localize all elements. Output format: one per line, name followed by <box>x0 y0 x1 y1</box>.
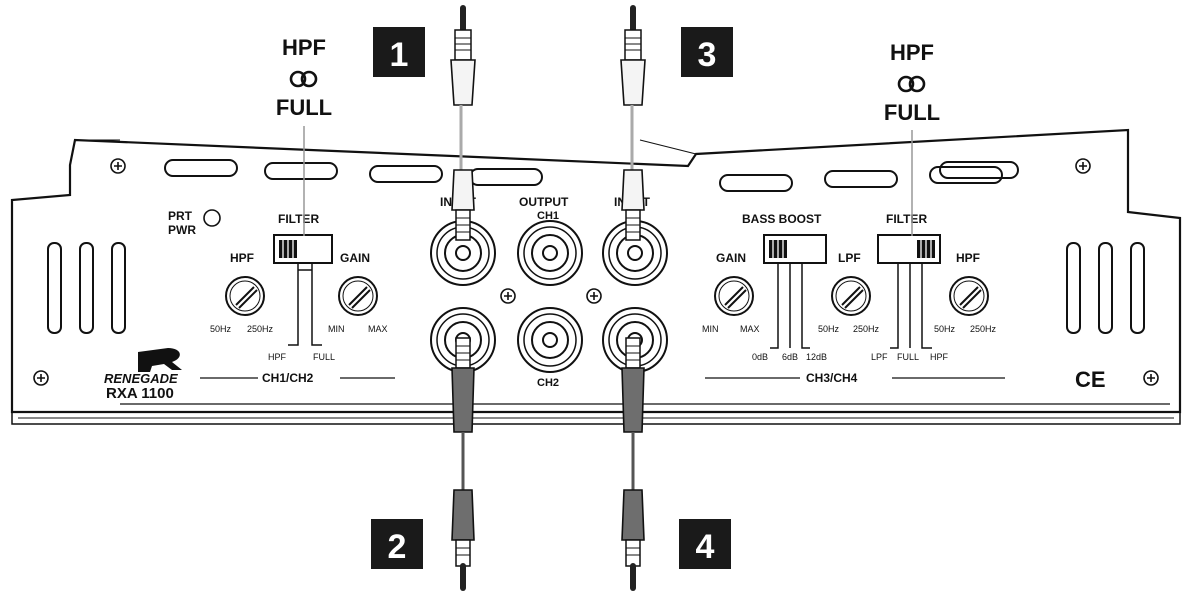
ce-mark: CE <box>1075 367 1106 392</box>
screw-icon <box>33 370 49 386</box>
screw-icon <box>500 288 516 304</box>
ch34-filter-label: FILTER <box>886 212 927 226</box>
ch12-filter-switch[interactable] <box>273 234 333 264</box>
ch12-controls: FILTER HPF FULL HPF 50Hz 250Hz GAIN <box>200 212 395 385</box>
panel-screws <box>33 158 1159 386</box>
model-name: RXA 1100 <box>106 385 174 402</box>
output-label: OUTPUT <box>519 195 569 209</box>
top-vent-slots <box>164 159 1019 192</box>
ch34-lpf-min: 50Hz <box>818 324 840 334</box>
right-vent-slots <box>1066 242 1145 334</box>
left-vent-slots <box>47 242 126 334</box>
ch12-hpf-knob[interactable] <box>225 276 265 316</box>
ch12-hpf-max: 250Hz <box>247 324 274 334</box>
ch34-section-label: CH3/CH4 <box>806 371 858 385</box>
rca-plug-top-3 <box>620 5 646 241</box>
callout-3: 3 <box>681 27 733 77</box>
annotation-hpf-label: HPF <box>282 35 326 60</box>
ch34-boost-0db: 0dB <box>752 352 768 362</box>
ch12-gain-label: GAIN <box>340 251 370 265</box>
callout-number: 3 <box>698 36 717 74</box>
input-jack-ch3[interactable] <box>602 220 668 286</box>
ch12-switch-full-label: FULL <box>313 352 335 362</box>
screw-icon <box>110 158 126 174</box>
ch34-gain-label: GAIN <box>716 251 746 265</box>
brand-name: RENEGADE <box>104 371 178 386</box>
prt-pwr-indicator: PRT PWR <box>168 209 221 237</box>
rca-plug-top-1 <box>450 5 476 241</box>
ch34-hpf-max: 250Hz <box>970 324 997 334</box>
brand-logo: RENEGADE RXA 1100 <box>104 348 182 402</box>
prt-label: PRT <box>168 209 193 223</box>
ch34-controls: BASS BOOST 0dB 6dB 12dB FILTER LPF FULL … <box>702 212 1005 385</box>
ch34-bass-boost-label: BASS BOOST <box>742 212 822 226</box>
ch12-hpf-min: 50Hz <box>210 324 232 334</box>
ch34-filter-switch[interactable] <box>877 234 941 264</box>
ch34-hpf-label: HPF <box>956 251 980 265</box>
ch12-hpf-label: HPF <box>230 251 254 265</box>
ch34-lpf-label: LPF <box>838 251 861 265</box>
ch12-gain-max: MAX <box>368 324 388 334</box>
led-icon <box>203 209 221 227</box>
ch34-gain-min: MIN <box>702 324 719 334</box>
rca-plug-bottom-4 <box>621 337 645 591</box>
callout-1: 1 <box>373 27 425 77</box>
annotation-full-label: FULL <box>276 95 332 120</box>
ch34-switch-lpf: LPF <box>871 352 888 362</box>
ch12-gain-knob[interactable] <box>338 276 378 316</box>
callout-4: 4 <box>679 519 731 569</box>
ch34-lpf-knob[interactable] <box>831 276 871 316</box>
ch34-bass-boost-switch[interactable] <box>763 234 827 264</box>
screw-icon <box>1143 370 1159 386</box>
callout-2: 2 <box>371 519 423 569</box>
ch12-filter-label: FILTER <box>278 212 319 226</box>
ch12-switch-hpf-label: HPF <box>268 352 287 362</box>
ch34-boost-6db: 6dB <box>782 352 798 362</box>
rca-jacks: INPUT OUTPUT CH1 INPUT CH2 <box>430 195 668 389</box>
filter-annotation-right: HPF FULL <box>884 40 940 236</box>
ch34-hpf-min: 50Hz <box>934 324 956 334</box>
ch34-boost-12db: 12dB <box>806 352 827 362</box>
callout-number: 1 <box>390 36 409 74</box>
ch34-hpf-knob[interactable] <box>949 276 989 316</box>
filter-annotation-left: HPF FULL <box>276 35 332 236</box>
renegade-r-logo <box>138 348 182 372</box>
annotation-full-label: FULL <box>884 100 940 125</box>
output-ch2-label: CH2 <box>537 377 559 389</box>
callout-number: 2 <box>388 528 407 566</box>
screw-icon <box>1075 158 1091 174</box>
rca-plug-bottom-2 <box>451 337 475 591</box>
amplifier-panel: PRT PWR FILTER HPF FULL HPF 50Hz 250Hz <box>10 128 1182 425</box>
output-ch1-label: CH1 <box>537 210 559 222</box>
callout-number: 4 <box>696 528 715 566</box>
ch34-gain-max: MAX <box>740 324 760 334</box>
annotation-hpf-label: HPF <box>890 40 934 65</box>
output-jack-ch2[interactable] <box>517 307 583 373</box>
toggle-rings-icon <box>289 70 318 88</box>
ch34-switch-full: FULL <box>897 352 919 362</box>
screw-icon <box>586 288 602 304</box>
output-jack-ch1[interactable] <box>517 220 583 286</box>
ch34-lpf-max: 250Hz <box>853 324 880 334</box>
ch12-section-label: CH1/CH2 <box>262 371 314 385</box>
ch12-gain-min: MIN <box>328 324 345 334</box>
pwr-label: PWR <box>168 223 196 237</box>
ch34-switch-hpf: HPF <box>930 352 949 362</box>
toggle-rings-icon <box>897 75 926 93</box>
ch34-gain-knob[interactable] <box>714 276 754 316</box>
